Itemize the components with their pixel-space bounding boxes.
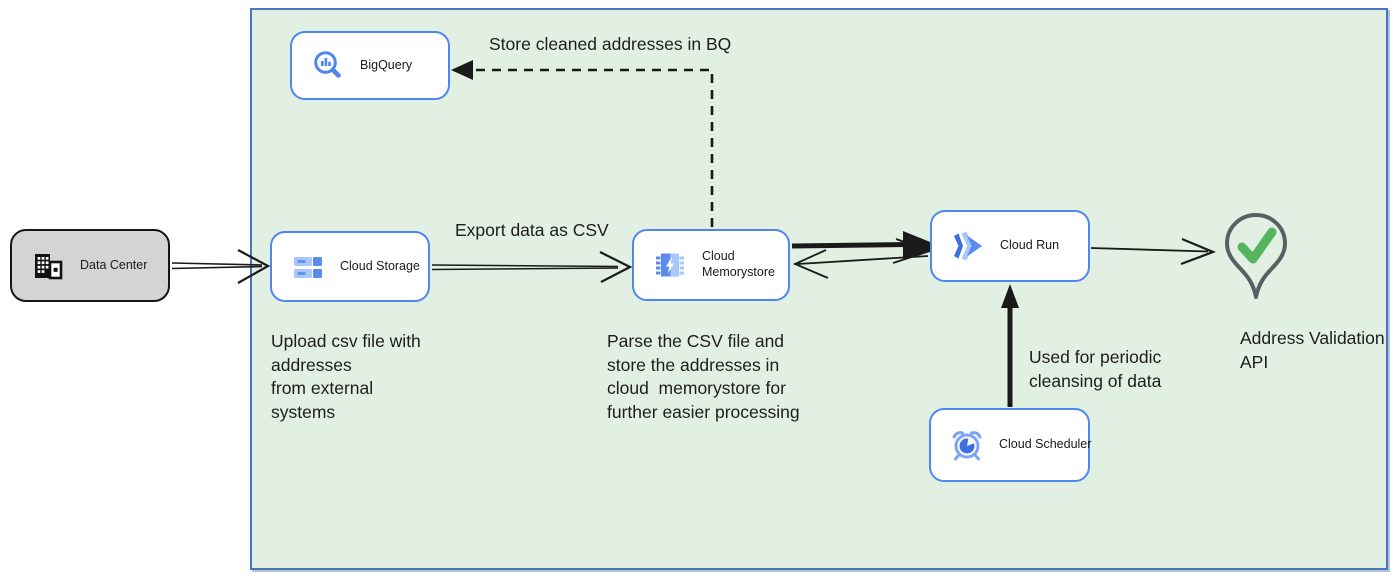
cloud-storage-icon bbox=[291, 250, 325, 284]
location-pin-icon bbox=[1225, 213, 1287, 299]
cloud-boundary-container bbox=[250, 8, 1388, 570]
note-export-csv: Export data as CSV bbox=[455, 220, 609, 240]
arrow-run-to-validation bbox=[1090, 237, 1216, 266]
node-label: Data Center bbox=[80, 257, 148, 272]
node-label: Cloud Storage bbox=[340, 258, 420, 273]
arrow-datacenter-to-storage bbox=[171, 249, 271, 284]
node-data-center[interactable]: Data Center bbox=[10, 229, 170, 302]
data-center-icon bbox=[31, 249, 65, 283]
node-label: Cloud Run bbox=[1000, 238, 1060, 253]
cloud-run-icon bbox=[951, 229, 985, 263]
note-store-bq: Store cleaned addresses in BQ bbox=[489, 34, 732, 54]
note-upload: Upload csv file with addresses from exte… bbox=[271, 331, 421, 422]
node-cloud-run[interactable]: Cloud Run bbox=[930, 210, 1090, 282]
note-scheduler: Used for periodic cleansing of data bbox=[1029, 347, 1162, 391]
address-validation-label: Address Validation API bbox=[1240, 328, 1389, 372]
node-cloud-storage[interactable]: Cloud Storage bbox=[270, 231, 430, 302]
cloud-scheduler-icon bbox=[950, 428, 984, 462]
arrow-memorystore-to-run bbox=[791, 231, 940, 264]
address-validation-pin[interactable] bbox=[1222, 211, 1290, 312]
node-bigquery[interactable]: BigQuery bbox=[290, 31, 450, 100]
arrow-storage-to-memorystore bbox=[431, 251, 633, 283]
arrow-scheduler-to-run bbox=[1001, 284, 1019, 407]
bigquery-icon bbox=[311, 49, 345, 83]
arrow-run-to-memorystore bbox=[792, 249, 929, 279]
node-label: BigQuery bbox=[360, 57, 413, 72]
cloud-memorystore-icon bbox=[653, 248, 687, 282]
arrow-memorystore-to-bigquery bbox=[451, 60, 714, 227]
node-label: Cloud Scheduler bbox=[999, 437, 1092, 452]
node-cloud-scheduler[interactable]: Cloud Scheduler bbox=[929, 408, 1092, 482]
node-label: Cloud Memorystore bbox=[702, 249, 775, 279]
checkmark-icon bbox=[1237, 227, 1277, 264]
node-cloud-memorystore[interactable]: Cloud Memorystore bbox=[632, 229, 790, 301]
note-parse: Parse the CSV file and store the address… bbox=[607, 331, 800, 422]
